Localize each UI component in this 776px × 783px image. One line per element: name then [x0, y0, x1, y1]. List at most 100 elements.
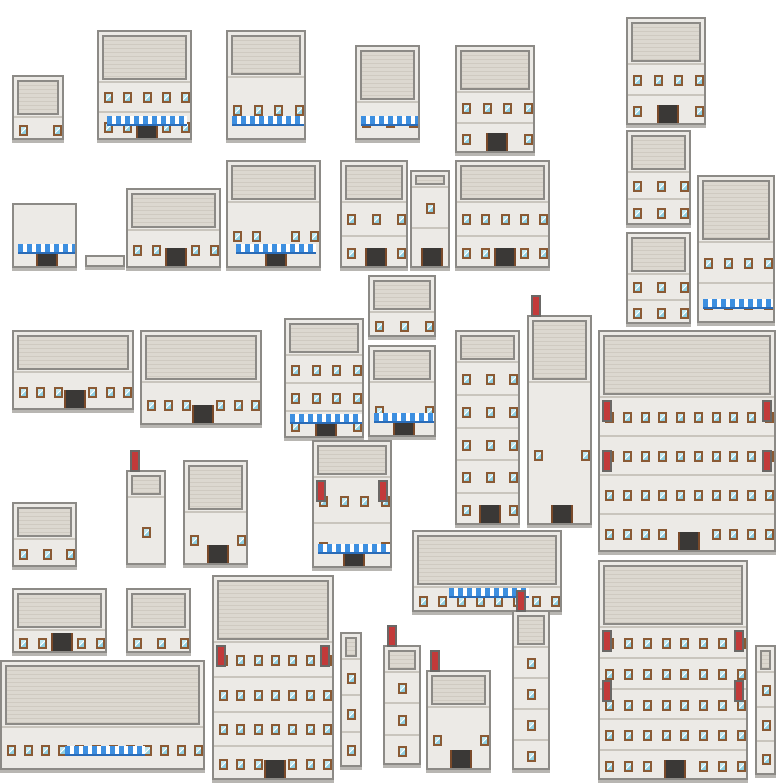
- door: [206, 545, 229, 563]
- window: [462, 439, 471, 451]
- window: [680, 637, 690, 649]
- floor-band: [228, 201, 319, 203]
- floor-band: [457, 91, 533, 93]
- window: [271, 724, 280, 736]
- window: [761, 684, 771, 696]
- antenna: [130, 450, 140, 472]
- window: [699, 761, 709, 773]
- roof: [603, 565, 743, 625]
- roof: [231, 35, 301, 75]
- window: [36, 387, 46, 398]
- window: [699, 699, 709, 711]
- window: [236, 724, 246, 736]
- window: [398, 745, 407, 757]
- floor-band: [414, 586, 560, 588]
- window: [485, 472, 495, 484]
- building-sprite: [512, 610, 550, 770]
- window: [291, 364, 300, 376]
- window: [305, 689, 315, 701]
- floor-band: [514, 677, 548, 679]
- awning: [232, 116, 304, 126]
- window: [19, 124, 28, 136]
- window: [236, 654, 246, 666]
- floor-band: [457, 426, 518, 429]
- window: [480, 734, 489, 746]
- window: [711, 490, 721, 501]
- floor-band: [342, 658, 360, 660]
- roof: [631, 135, 686, 170]
- awning: [64, 746, 145, 756]
- window: [253, 654, 263, 666]
- floor-band: [385, 733, 419, 736]
- window: [642, 761, 652, 773]
- window: [718, 668, 728, 680]
- building-sprite: [626, 17, 706, 125]
- window: [147, 399, 156, 411]
- window: [236, 689, 246, 701]
- window: [462, 103, 471, 114]
- window: [462, 373, 471, 385]
- window: [699, 637, 709, 649]
- window: [623, 730, 633, 742]
- awning: [318, 544, 390, 554]
- floor-band: [757, 740, 774, 743]
- window: [123, 387, 132, 398]
- antenna: [602, 400, 612, 422]
- roof: [289, 323, 359, 353]
- window: [765, 490, 774, 501]
- window: [190, 245, 200, 256]
- roof: [760, 650, 771, 670]
- window: [744, 258, 753, 269]
- antenna: [378, 480, 388, 502]
- window: [19, 637, 28, 649]
- door: [486, 133, 508, 151]
- floor-band: [214, 745, 332, 748]
- roof: [102, 35, 187, 80]
- window: [397, 214, 406, 226]
- window: [509, 505, 518, 517]
- floor-band: [142, 381, 260, 383]
- building-sprite: [368, 275, 436, 337]
- window: [210, 245, 219, 256]
- awning: [290, 414, 362, 424]
- window: [485, 373, 495, 385]
- antenna: [602, 630, 612, 652]
- window: [656, 282, 666, 294]
- window: [661, 668, 671, 680]
- window: [661, 699, 671, 711]
- roof: [188, 465, 243, 510]
- window: [729, 412, 739, 423]
- roof: [217, 580, 329, 640]
- floor-band: [128, 496, 164, 498]
- building-sprite: [183, 460, 248, 565]
- window: [640, 490, 650, 501]
- window: [233, 399, 243, 411]
- window: [104, 92, 113, 104]
- door: [64, 390, 86, 408]
- building-sprite: [212, 575, 334, 780]
- window: [398, 683, 407, 695]
- window: [633, 106, 642, 117]
- roof: [417, 535, 557, 585]
- floor-band: [412, 227, 448, 229]
- building-sprite: [455, 160, 550, 268]
- building-sprite: [626, 232, 691, 324]
- window: [133, 637, 142, 649]
- window: [271, 689, 280, 701]
- window: [160, 744, 169, 756]
- floor-band: [342, 694, 360, 697]
- window: [761, 719, 771, 731]
- floor-band: [457, 393, 518, 396]
- window: [633, 75, 642, 86]
- window: [605, 730, 614, 742]
- window: [253, 104, 263, 116]
- window: [236, 759, 246, 771]
- window: [633, 208, 642, 219]
- window: [482, 103, 492, 114]
- door: [365, 248, 387, 266]
- window: [53, 124, 62, 136]
- window: [190, 534, 199, 546]
- awning: [449, 588, 529, 598]
- building-sprite: [340, 632, 362, 767]
- window: [737, 668, 746, 680]
